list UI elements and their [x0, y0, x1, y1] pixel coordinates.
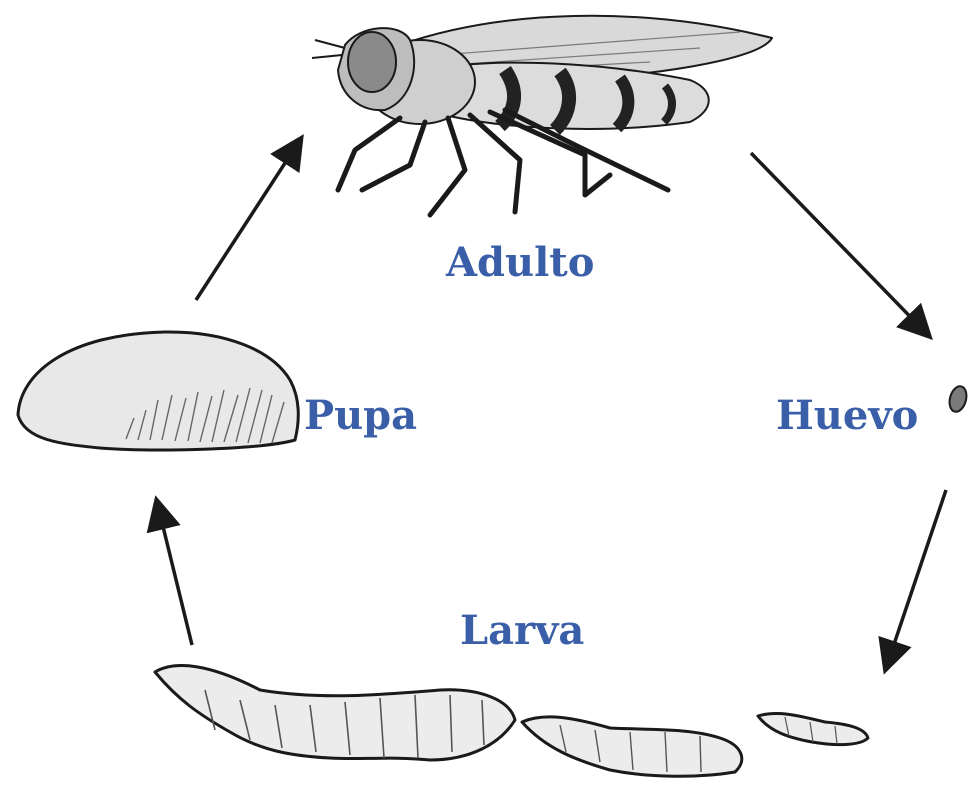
pupa-icon: [18, 332, 298, 450]
stage-label-adult: Adulto: [446, 243, 594, 283]
arrow-pupa-to-adult: [196, 140, 300, 300]
arrow-larva-to-pupa: [157, 502, 192, 645]
stage-label-egg: Huevo: [776, 396, 918, 436]
stage-label-larva: Larva: [460, 611, 584, 651]
egg-icon: [947, 384, 969, 413]
larva-medium: [522, 717, 742, 776]
larva-icon: [155, 666, 868, 777]
arrow-adult-to-egg: [751, 153, 928, 335]
hoverfly-icon: [312, 16, 772, 215]
larva-large: [155, 666, 515, 760]
arrow-egg-to-larva: [886, 490, 946, 668]
stage-label-pupa: Pupa: [304, 396, 417, 436]
